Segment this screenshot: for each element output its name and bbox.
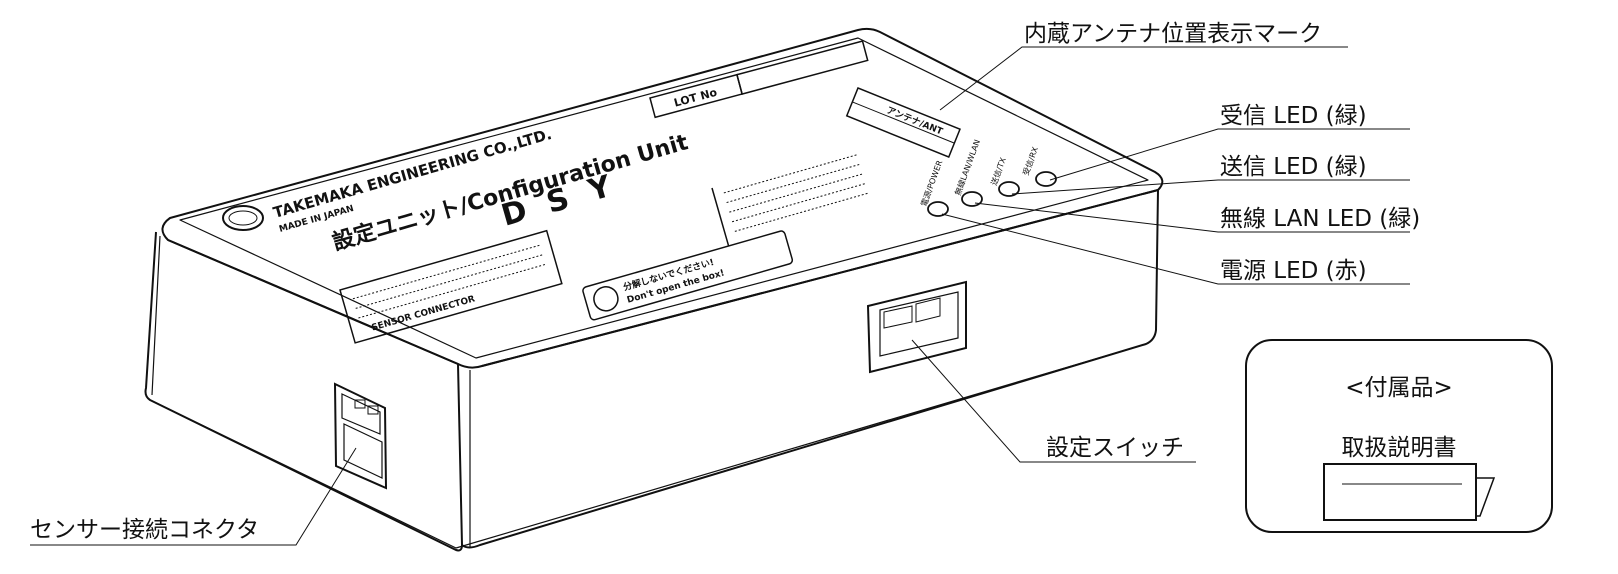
setting-switch-icon [866,280,967,374]
power-led-icon [927,201,949,217]
callout-antenna-mark: 内蔵アンテナ位置表示マーク [1024,21,1322,47]
leader-tx [1011,179,1410,195]
accessory-item-manual: 取扱説明書 [1342,435,1457,461]
led-label-power: 電源/POWER [919,159,944,208]
callout-setting-switch: 設定スイッチ [1046,435,1184,461]
device-bottom-edge [149,343,1147,549]
led-label-rx: 受信/RX [1020,145,1040,177]
accessory-box-frame [1245,339,1553,533]
rx-led-icon [1035,171,1057,187]
leader-wlan [974,202,1410,233]
callout-power-led: 電源 LED (赤) [1220,258,1367,284]
leader-lines [30,46,1410,546]
device-body [144,27,1164,552]
leader-rx [1049,128,1410,181]
warning-icon [593,286,619,312]
device-front-edge [151,235,471,548]
led-info-panel [711,153,870,246]
wlan-led-icon [961,191,983,207]
sensor-connector-plate-text: SENSOR CONNECTOR [371,294,477,333]
tx-led-icon [998,181,1020,197]
accessory-box-title: <付属品> [1345,375,1453,401]
manual-icon [1323,463,1496,521]
brand-logo-icon [222,205,264,231]
sensor-connector-icon [333,382,388,490]
warning-plate: 分解しないでください! Don't open the box! [582,230,794,321]
device-left-face [144,231,463,552]
leader-sensor [30,447,357,546]
leader-switch [911,339,1196,463]
sensor-connector-plate: SENSOR CONNECTOR [339,229,563,344]
leader-antenna [939,46,1348,111]
callout-rx-led: 受信 LED (緑) [1220,103,1367,129]
antenna-position-mark: アンテナ/ANT [845,87,961,158]
callout-tx-led: 送信 LED (緑) [1220,154,1367,180]
led-label-wlan: 無線LAN/WLAN [952,138,982,197]
antenna-tag-label: アンテナ/ANT [885,105,945,138]
leader-power [941,213,1410,285]
callout-wlan-led: 無線 LAN LED (緑) [1220,206,1420,232]
lot-number-plate: LOT No [649,40,869,119]
led-group [927,171,1057,217]
callout-sensor-connector: センサー接続コネクタ [30,517,259,543]
device-right-face [461,189,1159,549]
accessory-box: <付属品> 取扱説明書 [1245,339,1553,533]
device-top-bevel [179,37,1149,359]
